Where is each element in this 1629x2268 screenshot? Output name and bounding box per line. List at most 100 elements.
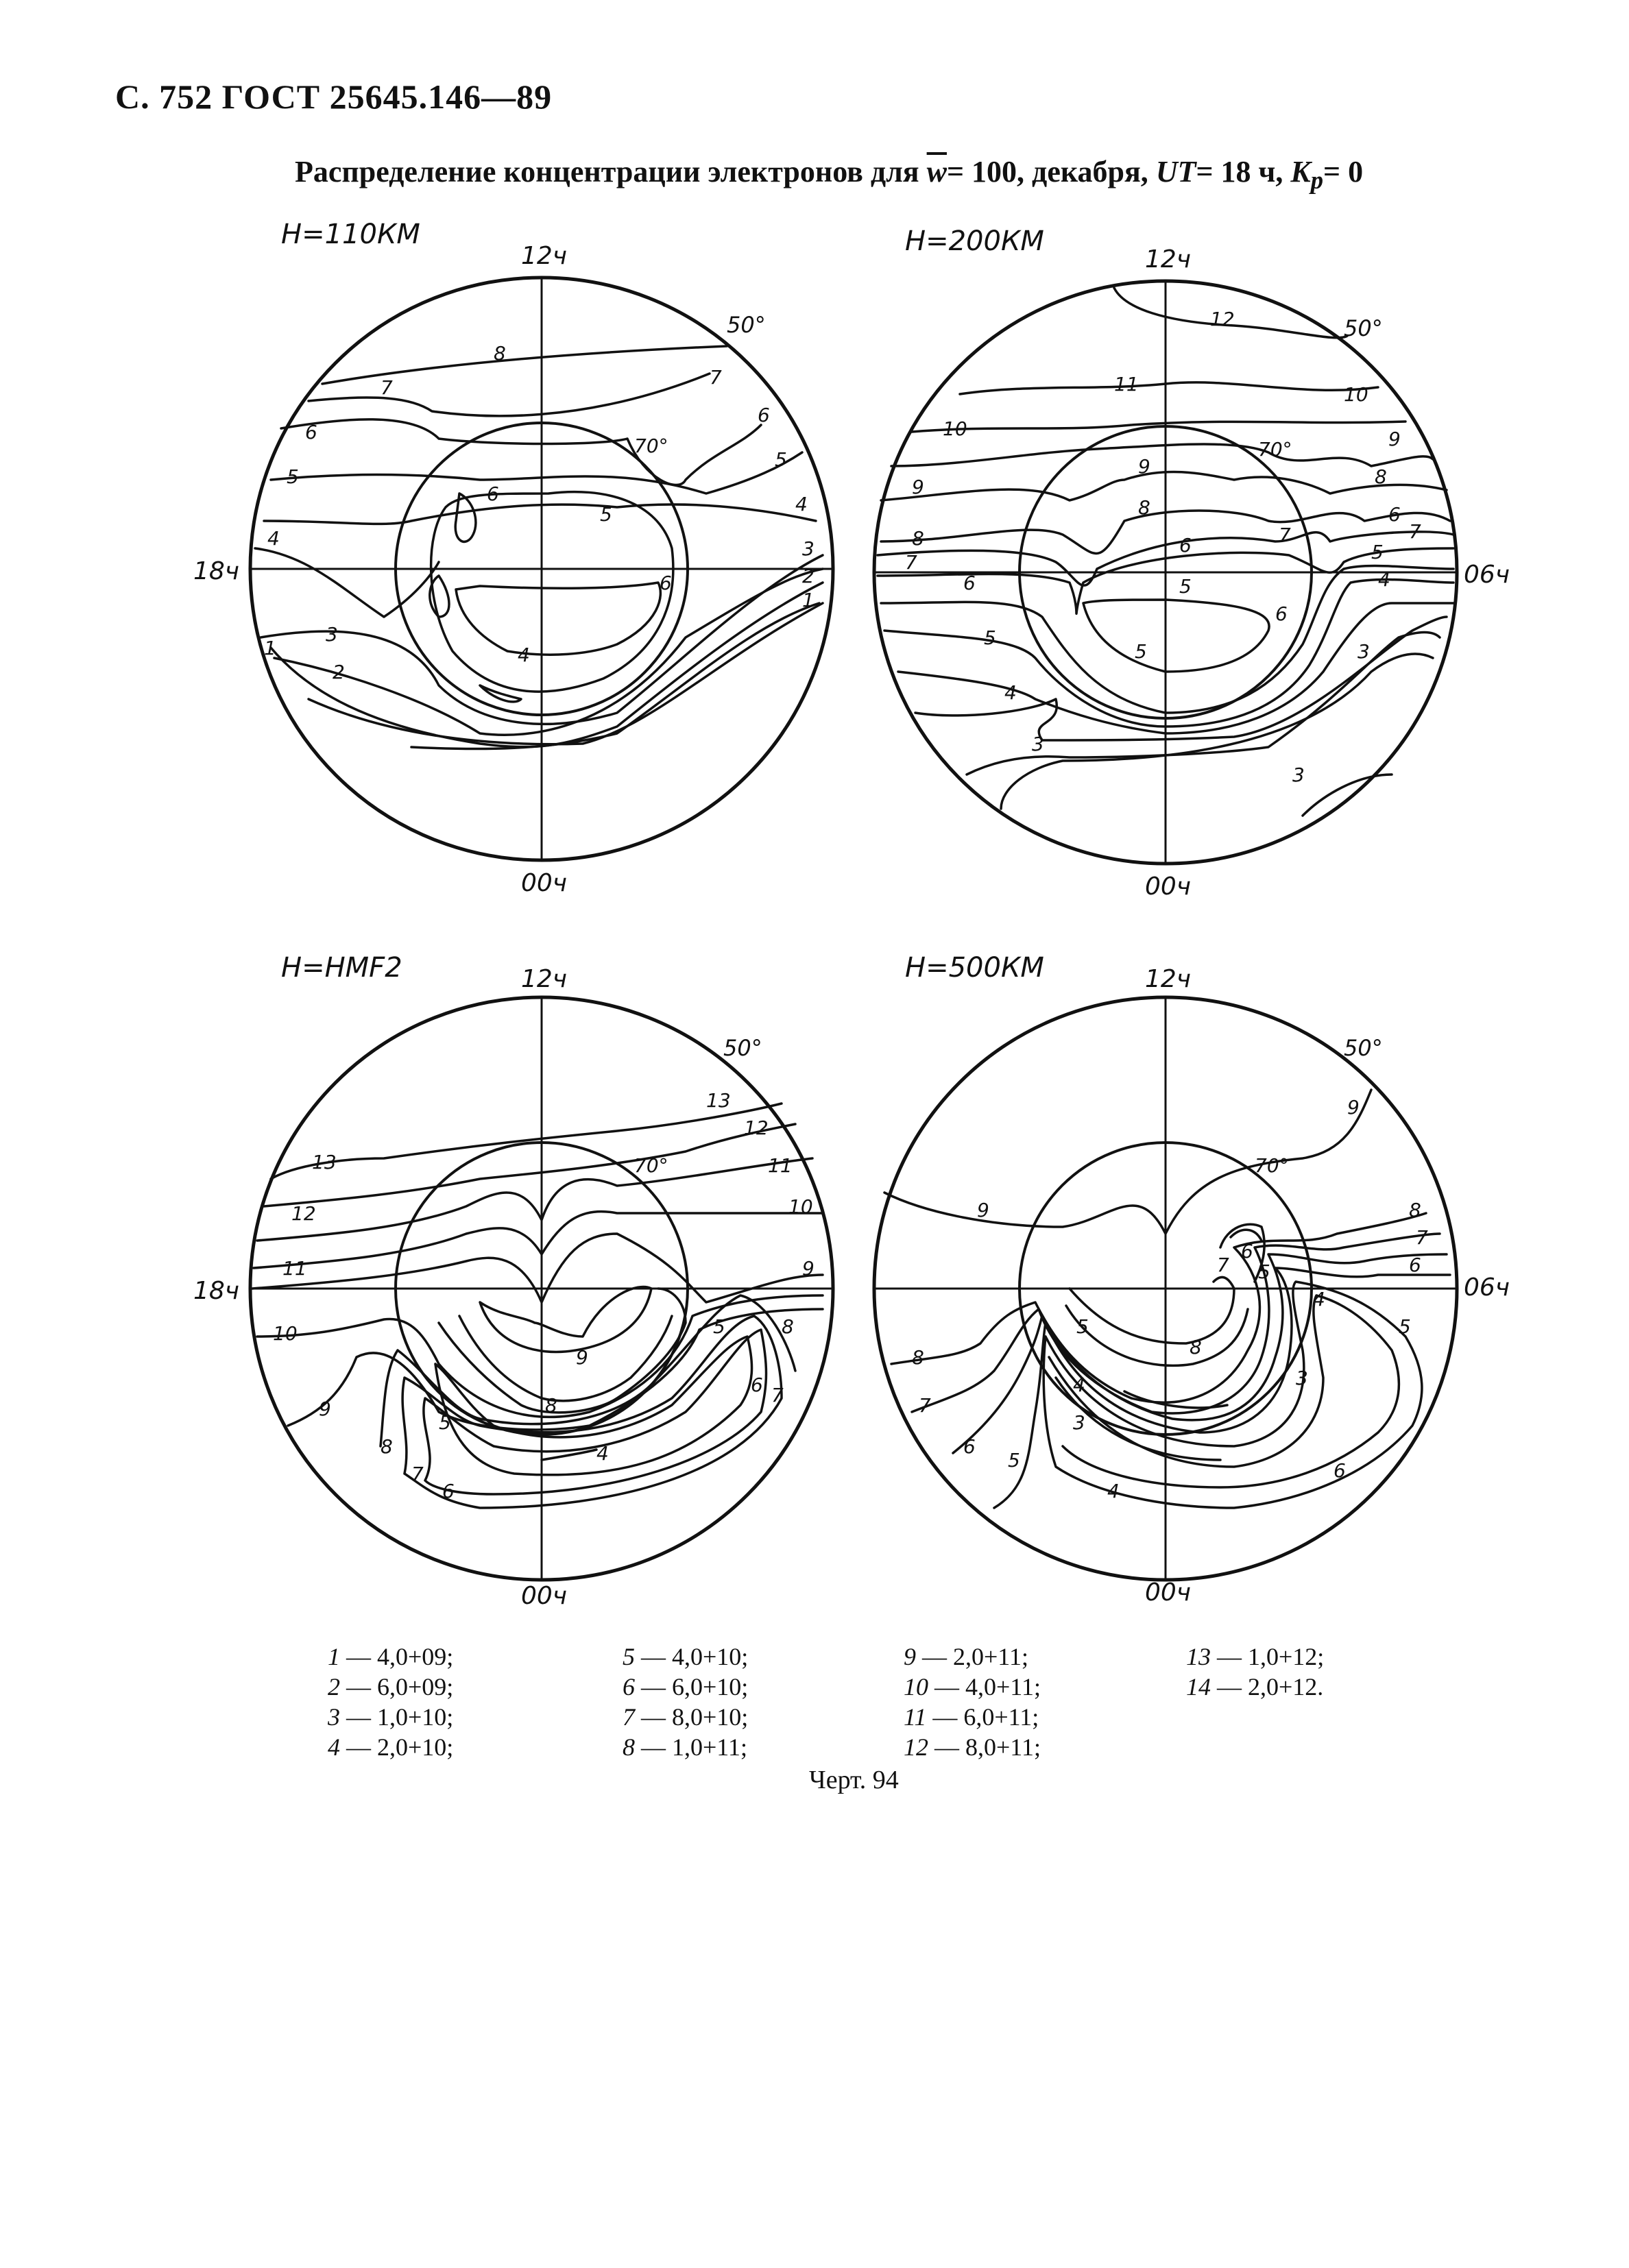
- svg-text:13: 13: [706, 1089, 731, 1112]
- svg-text:7: 7: [381, 376, 393, 399]
- label-00h: 00ч: [1145, 1578, 1191, 1607]
- contour-labels: 8 7 7 6 6 5 5 4 4 3 3 2 2 1 1 6 5 6 4: [264, 342, 814, 683]
- svg-text:8: 8: [1138, 496, 1150, 519]
- svg-text:3: 3: [1032, 733, 1044, 755]
- w-value: = 100, декабря,: [946, 155, 1148, 188]
- svg-text:9: 9: [977, 1199, 989, 1221]
- svg-text:10: 10: [788, 1195, 813, 1218]
- svg-text:6: 6: [1241, 1240, 1253, 1263]
- svg-text:2: 2: [333, 661, 345, 683]
- map-label: H=HMF2: [281, 952, 402, 984]
- svg-text:6: 6: [1179, 534, 1192, 557]
- svg-text:7: 7: [710, 366, 722, 389]
- svg-text:1: 1: [802, 589, 814, 611]
- svg-text:6: 6: [305, 421, 317, 443]
- svg-text:7: 7: [411, 1463, 424, 1485]
- legend-item: 3 — 1,0+10;: [328, 1703, 454, 1731]
- svg-text:5: 5: [600, 503, 612, 526]
- contour-labels: 12 11 10 10 9 9 9 8 8 8 7 7 7 6 6 6 6 5 …: [905, 308, 1421, 786]
- map-h500: H=500КМ 12ч 00ч 06ч 50° 70° 9 9 8: [872, 952, 1510, 1607]
- label-06h: 06ч: [1464, 561, 1510, 589]
- svg-text:6: 6: [1334, 1459, 1346, 1482]
- kp-value: = 0: [1323, 155, 1364, 188]
- label-12h: 12ч: [1145, 245, 1191, 273]
- contours: [254, 345, 824, 751]
- svg-text:8: 8: [545, 1394, 557, 1417]
- label-18h: 18ч: [193, 1277, 239, 1305]
- svg-text:6: 6: [660, 572, 672, 594]
- svg-text:6: 6: [758, 404, 770, 426]
- legend-item: 4 — 2,0+10;: [328, 1733, 454, 1761]
- svg-text:2: 2: [802, 565, 814, 587]
- contours: [251, 1102, 824, 1509]
- svg-text:10: 10: [943, 417, 967, 440]
- label-00h: 00ч: [1145, 873, 1191, 901]
- label-70deg: 70°: [1258, 438, 1292, 461]
- svg-text:7: 7: [1416, 1226, 1428, 1249]
- svg-text:3: 3: [1292, 764, 1305, 786]
- svg-text:9: 9: [912, 476, 924, 498]
- svg-text:11: 11: [282, 1257, 307, 1280]
- figure-title: Распределение концентрации электронов дл…: [295, 154, 1363, 195]
- legend-item: 2 — 6,0+09;: [328, 1673, 454, 1700]
- svg-text:6: 6: [1388, 503, 1401, 526]
- svg-text:4: 4: [1004, 681, 1017, 704]
- legend-column-1: 1 — 4,0+09; 2 — 6,0+09; 3 — 1,0+10; 4 — …: [328, 1642, 453, 1762]
- svg-text:5: 5: [1399, 1315, 1411, 1338]
- title-main: Распределение концентрации электронов дл…: [295, 155, 919, 188]
- label-12h: 12ч: [1145, 965, 1191, 993]
- svg-text:9: 9: [802, 1257, 814, 1280]
- svg-text:8: 8: [782, 1315, 794, 1338]
- svg-text:6: 6: [1409, 1254, 1421, 1276]
- svg-text:5: 5: [775, 448, 787, 471]
- svg-text:10: 10: [273, 1322, 298, 1345]
- svg-text:3: 3: [1296, 1367, 1308, 1389]
- svg-text:11: 11: [1114, 373, 1139, 395]
- label-06h: 06ч: [1464, 1273, 1510, 1302]
- label-50deg: 50°: [723, 1035, 762, 1061]
- label-70deg: 70°: [634, 435, 668, 457]
- map-label: H=110КМ: [281, 219, 420, 250]
- contours: [883, 1088, 1451, 1509]
- map-label: H=200КМ: [905, 225, 1044, 257]
- svg-text:6: 6: [1275, 602, 1288, 625]
- legend-column-2: 5 — 4,0+10; 6 — 6,0+10; 7 — 8,0+10; 8 — …: [623, 1642, 748, 1762]
- svg-text:7: 7: [919, 1394, 931, 1417]
- svg-text:12: 12: [291, 1202, 316, 1225]
- svg-text:7: 7: [905, 551, 917, 574]
- svg-text:13: 13: [312, 1151, 337, 1173]
- map-h200: H=200КМ 12ч 00ч 06ч 50° 70°: [872, 225, 1510, 901]
- w-symbol: w: [926, 155, 947, 188]
- legend-column-3: 9 — 2,0+11; 10 — 4,0+11; 11 — 6,0+11; 12…: [904, 1642, 1041, 1762]
- svg-text:5: 5: [287, 465, 299, 488]
- svg-text:7: 7: [1279, 524, 1291, 546]
- svg-text:3: 3: [1073, 1411, 1085, 1434]
- svg-text:12: 12: [744, 1117, 769, 1139]
- label-00h: 00ч: [521, 869, 567, 897]
- legend-item: 6 — 6,0+10;: [623, 1673, 749, 1700]
- ut-symbol: UT: [1155, 155, 1196, 188]
- svg-text:4: 4: [267, 527, 280, 550]
- svg-text:4: 4: [518, 644, 530, 666]
- svg-text:8: 8: [1375, 465, 1387, 488]
- svg-text:8: 8: [1409, 1199, 1421, 1221]
- svg-text:9: 9: [1347, 1096, 1360, 1119]
- label-18h: 18ч: [193, 557, 239, 585]
- svg-text:5: 5: [439, 1411, 451, 1434]
- legend-item: 7 — 8,0+10;: [623, 1703, 749, 1731]
- svg-text:6: 6: [442, 1480, 455, 1502]
- figure-caption: Черт. 94: [809, 1766, 899, 1794]
- svg-text:5: 5: [1135, 640, 1147, 663]
- svg-text:3: 3: [1358, 640, 1370, 663]
- contour-labels: 13 13 12 12 11 11 10 10 9 9 9 8 8 8 7 7 …: [273, 1089, 814, 1502]
- legend-item: 11 — 6,0+11;: [904, 1703, 1039, 1731]
- svg-text:8: 8: [381, 1435, 393, 1458]
- svg-text:3: 3: [326, 623, 338, 646]
- ut-value: = 18 ч,: [1196, 155, 1283, 188]
- svg-text:9: 9: [1138, 455, 1150, 478]
- label-50deg: 50°: [727, 312, 766, 338]
- kp-subscript: p: [1310, 165, 1324, 194]
- svg-text:8: 8: [912, 527, 924, 550]
- label-50deg: 50°: [1344, 315, 1383, 341]
- svg-text:8: 8: [1190, 1336, 1202, 1358]
